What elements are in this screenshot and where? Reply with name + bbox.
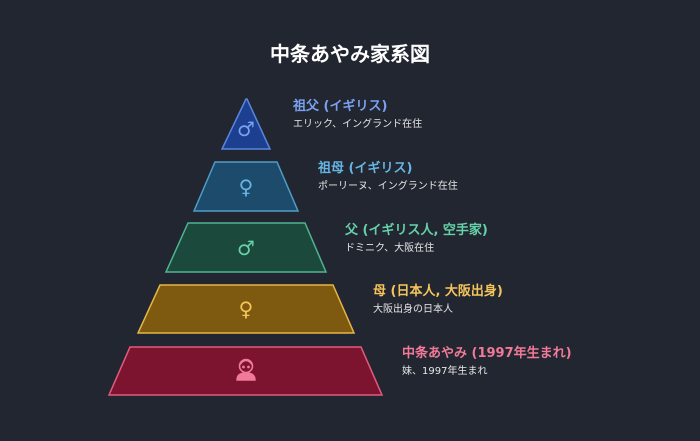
tier-description: エリック、イングランド在住: [293, 119, 423, 130]
tier-mother-label: 母 (日本人, 大阪出身) 大阪出身の日本人: [373, 284, 503, 317]
tier-ayami-shape: [107, 346, 384, 396]
tier-grandmother-label: 祖母 (イギリス) ポーリーヌ、イングランド在住: [318, 161, 458, 194]
tier-name: 祖母 (イギリス): [318, 161, 413, 176]
tier-name: 父 (イギリス人, 空手家): [345, 223, 488, 238]
tier-description: 大阪出身の日本人: [373, 304, 453, 315]
tier-grandmother-shape: [192, 161, 300, 212]
tier-description: ドミニク、大阪在住: [345, 243, 435, 254]
tier-name: 中条あやみ (1997年生まれ): [402, 346, 572, 361]
tier-description: ポーリーヌ、イングランド在住: [318, 181, 458, 192]
girl-face-icon: [236, 358, 256, 381]
tier-mother-shape: [136, 284, 356, 334]
tier-grandfather-label: 祖父 (イギリス) エリック、イングランド在住: [293, 99, 422, 132]
tier-description: 妹、1997年生まれ: [402, 366, 488, 377]
tier-name: 母 (日本人, 大阪出身): [373, 284, 503, 299]
female-icon: ♀: [239, 297, 254, 321]
tier-grandfather-shape: [220, 98, 272, 150]
tier-father-shape: [164, 222, 328, 273]
tier-father-label: 父 (イギリス人, 空手家) ドミニク、大阪在住: [345, 223, 488, 256]
male-icon: ♂: [237, 117, 255, 141]
male-icon: ♂: [237, 236, 255, 260]
female-icon: ♀: [239, 175, 254, 199]
diagram-title: 中条あやみ家系図: [270, 42, 430, 66]
tier-ayami-label: 中条あやみ (1997年生まれ) 妹、1997年生まれ: [402, 346, 572, 379]
tier-name: 祖父 (イギリス): [293, 99, 388, 114]
